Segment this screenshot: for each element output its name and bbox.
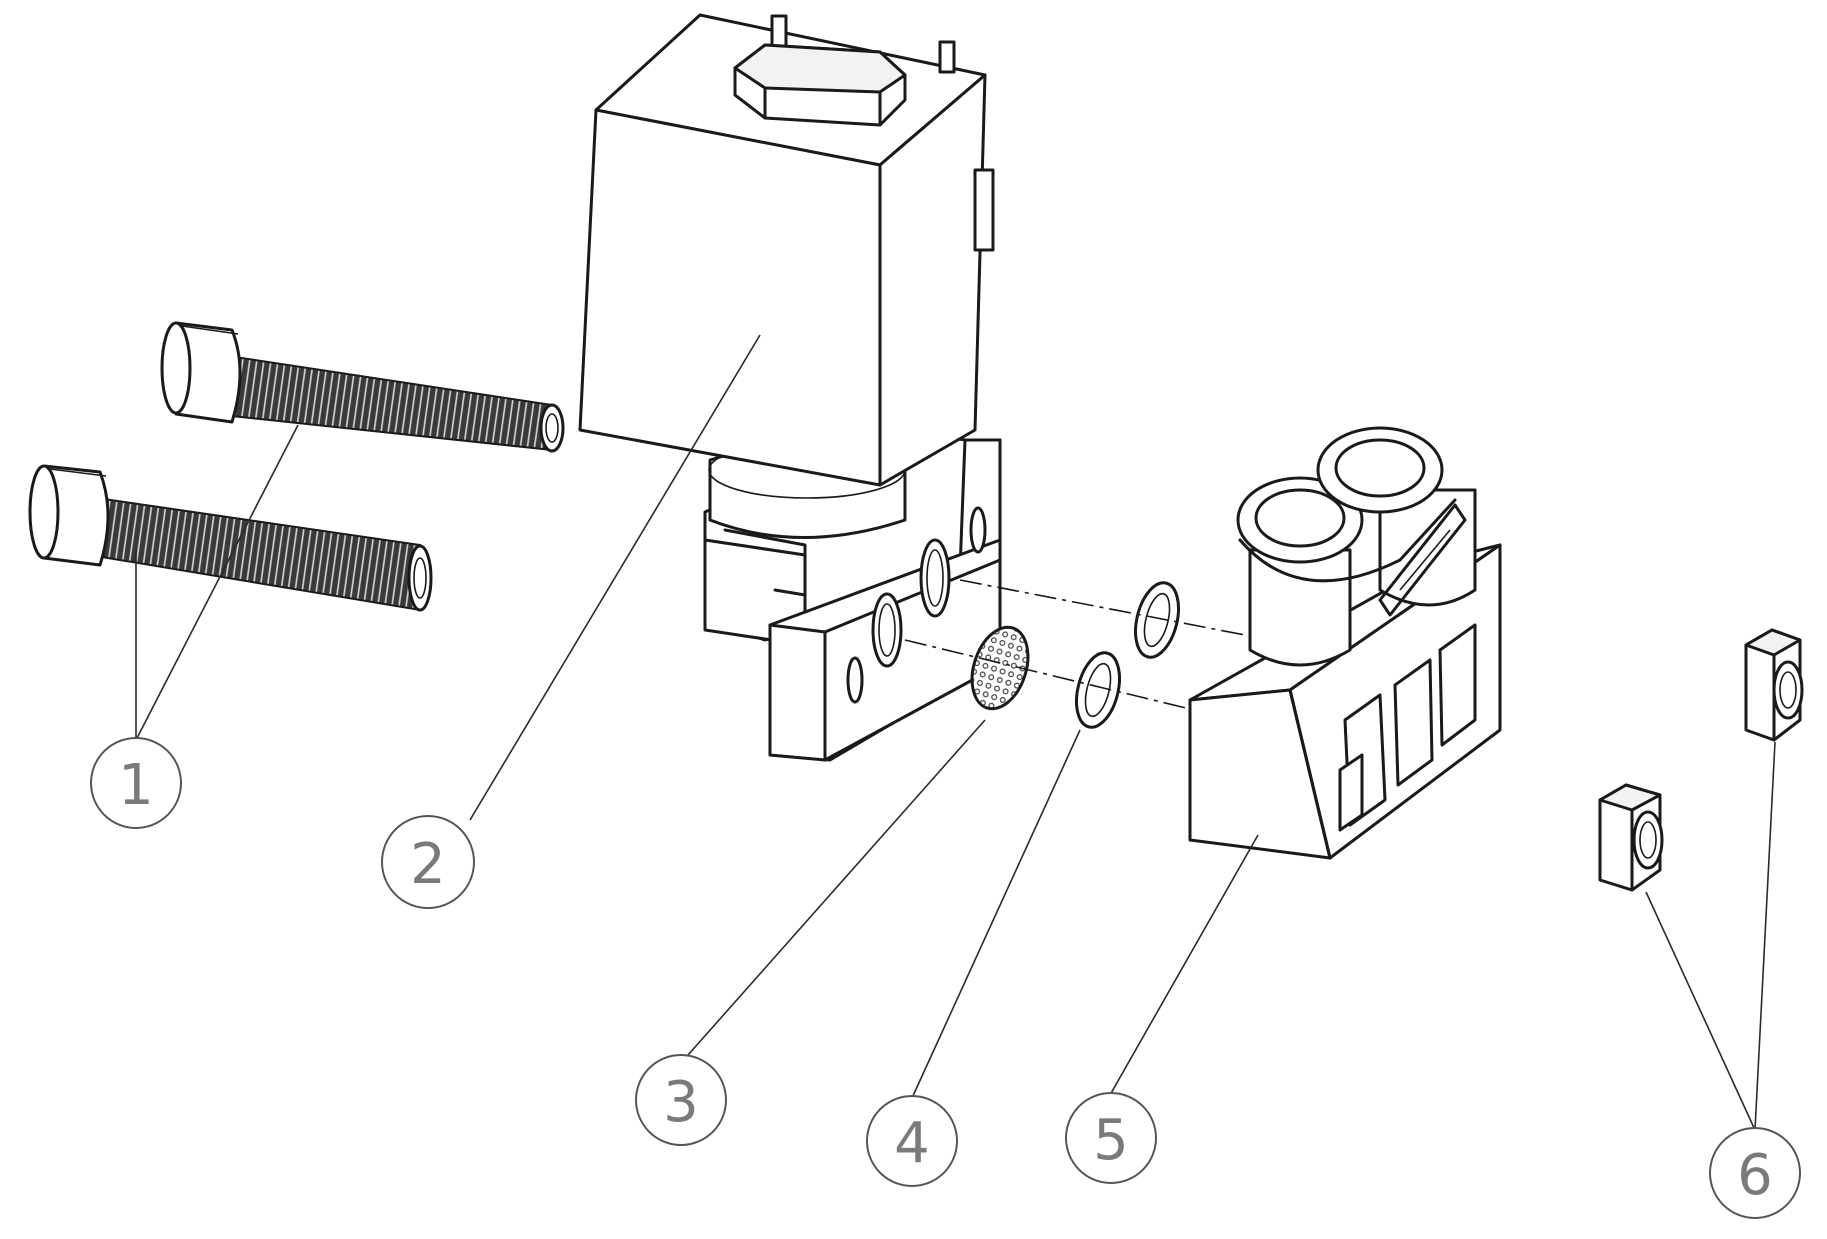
balloon-6-label: 6 bbox=[1737, 1143, 1773, 1208]
o-rings bbox=[1075, 581, 1180, 729]
hex-nut-upper bbox=[1744, 628, 1804, 742]
screw-lower bbox=[28, 464, 433, 612]
balloon-4: 4 bbox=[866, 1095, 958, 1187]
balloon-1-label: 1 bbox=[118, 753, 154, 818]
hex-nut-lower bbox=[1598, 783, 1664, 892]
balloon-6: 6 bbox=[1709, 1127, 1801, 1219]
balloon-3-label: 3 bbox=[663, 1070, 699, 1135]
manifold-body bbox=[1188, 426, 1502, 860]
filter-screen bbox=[970, 625, 1030, 711]
alignment-lines bbox=[904, 579, 1246, 716]
balloon-3: 3 bbox=[635, 1054, 727, 1146]
balloon-5: 5 bbox=[1065, 1092, 1157, 1184]
screw-upper bbox=[160, 321, 565, 453]
balloon-2-label: 2 bbox=[410, 832, 446, 897]
balloon-2: 2 bbox=[381, 815, 475, 909]
solenoid-valve bbox=[578, 13, 1002, 762]
leader-lines bbox=[135, 334, 1776, 1131]
balloon-5-label: 5 bbox=[1093, 1108, 1129, 1173]
balloon-1: 1 bbox=[90, 737, 182, 829]
balloon-4-label: 4 bbox=[894, 1111, 930, 1176]
